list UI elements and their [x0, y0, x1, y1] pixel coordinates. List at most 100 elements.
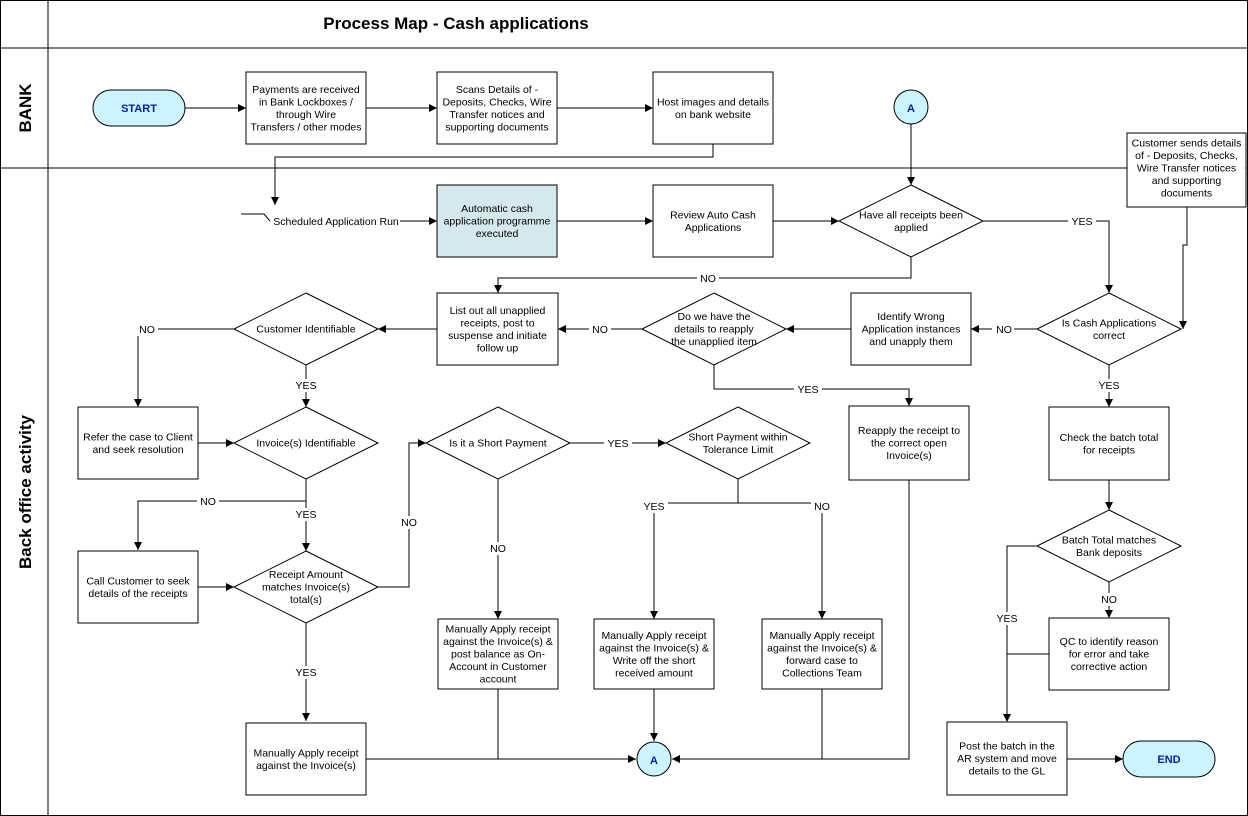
node-label-line: Customer sends details [1132, 138, 1242, 150]
node-label-line: receipts, post to [460, 317, 534, 329]
connector-a-top-label: A [907, 103, 915, 115]
node-label-line: Is Cash Applications [1062, 317, 1157, 329]
end-label: END [1157, 754, 1180, 766]
node-label-line: Write off the short [613, 655, 696, 667]
node-label: Customer Identifiable [256, 324, 355, 336]
node-label: Scans Details of -Deposits, Checks, Wire… [442, 84, 551, 134]
node-label-line: Do we have the [678, 311, 751, 323]
lane-label-bank: BANK [16, 83, 35, 133]
node-label-line: Manually Apply receipt [253, 747, 358, 759]
node-label-line: supporting documents [445, 121, 548, 133]
node-label-line: Account in Customer [449, 661, 547, 673]
end-terminator: END [1122, 740, 1216, 778]
node-label-line: against the Invoice(s) [256, 760, 356, 772]
label-allapplied-no: NO [700, 273, 716, 285]
node-label-line: on bank website [675, 109, 751, 121]
connector-a-bottom-label: A [650, 755, 658, 767]
node-label-line: total(s) [290, 594, 322, 606]
label-receipt-no: NO [401, 517, 417, 529]
label-customer-no: NO [139, 324, 155, 336]
node-label-line: correct [1093, 330, 1125, 342]
node-label-line: Refer the case to Client [83, 431, 193, 443]
node-label-line: Application instances [862, 324, 961, 336]
node-label-line: against the Invoice(s) & [443, 636, 553, 648]
edge-customer-no [134, 328, 234, 407]
decision-short-payment: Is it a Short Payment [424, 406, 572, 480]
node-label-line: and supporting [1152, 175, 1222, 187]
node-label-line: Manually Apply receipt [601, 630, 706, 642]
node-label-line: post balance as On- [451, 649, 545, 661]
node-label: Is it a Short Payment [449, 438, 547, 450]
node-label-line: for error and take [1069, 649, 1150, 661]
node-label-line: QC to identify reason [1060, 636, 1159, 648]
node-label-line: Payments are received [252, 84, 360, 96]
start-label: START [121, 103, 157, 115]
node-label-line: Is it a Short Payment [449, 438, 547, 450]
label-allapplied-yes: YES [1071, 216, 1092, 228]
connector-a-bottom: A [636, 741, 672, 777]
node-label-line: details of the receipts [88, 588, 187, 600]
node-label-line: Manually Apply receipt [769, 630, 874, 642]
lane-label-back-office: Back office activity [16, 414, 35, 569]
node-label-line: for receipts [1083, 444, 1135, 456]
scheduled-application-run: Scheduled Application Run [273, 216, 399, 228]
node-label-line: Tolerance Limit [703, 444, 774, 456]
edge-scheduled-stub [241, 213, 271, 222]
node-label-line: the unapplied item [671, 336, 757, 348]
node-label-line: Customer Identifiable [256, 324, 355, 336]
node-label-line: Scans Details of - [456, 84, 539, 96]
label-customer-yes: YES [295, 380, 316, 392]
node-label-line: Call Customer to seek [86, 575, 190, 587]
edge-receipt-no [378, 439, 426, 588]
node-label-line: of - Deposits, Checks, [1135, 150, 1238, 162]
node-label-line: Reapply the receipt to [858, 425, 960, 437]
scheduled-run-label: Scheduled Application Run [273, 216, 399, 228]
node-label-line: suspense and initiate [448, 330, 547, 342]
process-scans-details: Scans Details of -Deposits, Checks, Wire… [436, 71, 558, 145]
node-label-line: AR system and move [957, 753, 1057, 765]
node-label-line: Identify Wrong [877, 311, 945, 323]
node-label-line: Post the batch in the [959, 741, 1055, 753]
node-label-line: and unapply them [869, 336, 953, 348]
node-label-line: applied [894, 222, 928, 234]
node-label-line: details to reapply [674, 324, 754, 336]
node-label: Invoice(s) Identifiable [256, 438, 355, 450]
page-title: Process Map - Cash applications [323, 14, 588, 33]
edge-batch-yes [1003, 545, 1037, 722]
node-label-line: Transfer notices and [449, 109, 544, 121]
edge-allapplied-yes [983, 220, 1113, 293]
label-receipt-yes: YES [295, 667, 316, 679]
node-label-line: account [480, 674, 517, 686]
node-label-line: Have all receipts been [859, 209, 963, 221]
node-label-line: details to the GL [969, 766, 1046, 778]
label-tolerance-no: NO [814, 501, 830, 513]
node-label-line: Invoice(s) Identifiable [256, 438, 355, 450]
label-invoice-yes: YES [295, 509, 316, 521]
